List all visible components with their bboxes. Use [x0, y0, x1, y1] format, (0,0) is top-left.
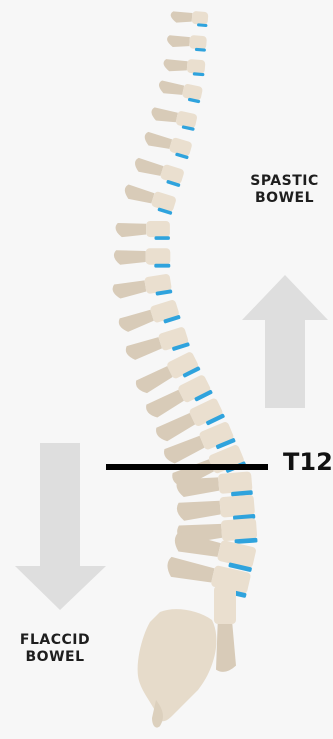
intervertebral-disc: [154, 264, 170, 268]
vertebra-process: [154, 412, 196, 444]
down-arrow-icon: [15, 443, 106, 610]
vertebra-process: [166, 35, 189, 48]
vertebra-body: [189, 35, 207, 50]
vertebra-body: [146, 221, 170, 237]
vertebra: [163, 57, 206, 76]
vertebra-process: [143, 131, 173, 151]
vertebra: [214, 586, 236, 672]
vertebra-process: [134, 365, 174, 396]
vertebra-process: [116, 223, 147, 237]
spastic-label-line1: SPASTIC: [236, 173, 333, 190]
vertebra-process: [118, 309, 155, 334]
vertebra: [166, 33, 207, 52]
vertebra-body: [192, 11, 209, 25]
vertebra-process: [170, 11, 192, 24]
vertebra: [142, 129, 193, 159]
vertebra-body: [214, 586, 236, 624]
vertebra-process: [150, 107, 178, 125]
vertebra-process: [157, 80, 184, 97]
intervertebral-disc: [155, 236, 170, 240]
vertebra-process: [176, 476, 219, 498]
vertebra: [149, 105, 197, 131]
vertebra-body: [218, 471, 253, 494]
vertebra-process: [112, 280, 147, 300]
vertebra-body: [219, 495, 255, 518]
flaccid-label-line1: FLACCID: [10, 632, 100, 649]
vertebra-process: [125, 336, 163, 362]
t12-label: T12: [283, 448, 333, 477]
spastic-label-line2: BOWEL: [236, 190, 333, 207]
vertebra-process: [122, 184, 154, 206]
vertebra-process: [165, 556, 215, 586]
spastic-bowel-label: SPASTIC BOWEL: [236, 173, 333, 207]
flaccid-bowel-label: FLACCID BOWEL: [10, 632, 100, 666]
sacrum: [138, 609, 217, 727]
vertebra-body: [187, 59, 206, 74]
vertebra: [112, 273, 173, 302]
vertebra-process: [216, 624, 236, 672]
vertebra-body: [146, 248, 171, 265]
vertebra: [122, 182, 177, 215]
spine-illustration: [112, 9, 258, 727]
vertebra-process: [133, 157, 164, 178]
vertebra: [170, 9, 209, 27]
vertebra-process: [114, 250, 146, 265]
vertebra: [132, 155, 185, 187]
vertebra-process: [163, 59, 188, 73]
up-arrow-icon: [242, 275, 328, 408]
vertebra-process: [144, 389, 185, 421]
vertebra: [116, 221, 170, 240]
vertebra-body: [221, 518, 257, 541]
flaccid-label-line2: BOWEL: [10, 649, 100, 666]
vertebra: [114, 248, 170, 267]
vertebra: [157, 78, 203, 103]
vertebrae-group: [112, 9, 258, 672]
vertebra-process: [176, 499, 221, 521]
